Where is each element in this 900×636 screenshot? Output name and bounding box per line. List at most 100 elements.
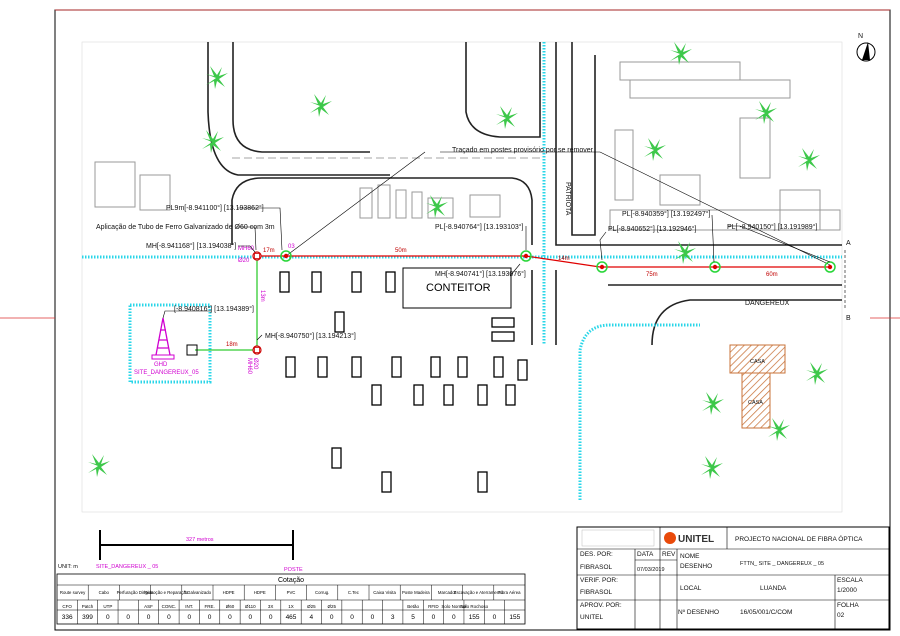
cotacao-sub: Ø110 [245, 604, 256, 609]
conteitor-box [402, 267, 512, 309]
palm-icon [755, 101, 777, 124]
cotacao-group: Corrug. [315, 590, 329, 595]
label-site-coord: [-8.940816°] [13.194389°] [174, 305, 254, 313]
dist-13m: 13m [259, 290, 265, 302]
buildings [94, 61, 841, 231]
scale-unit: UNIT: m [58, 564, 78, 570]
north-label: N [858, 33, 863, 40]
dist-60m: 60m [766, 272, 778, 278]
cotacao-value: 4 [310, 614, 314, 621]
cotacao-sub: 1X [288, 604, 294, 609]
tb-desenho-h: DESENHO [680, 563, 712, 570]
cotacao-value: 0 [248, 614, 252, 621]
ghd-box [186, 344, 198, 356]
pole-icon [596, 261, 608, 273]
tb-aprov-por: APROV. POR: [580, 602, 622, 609]
cotacao-sub: RFID [428, 604, 439, 609]
pole-03-label: 03 [288, 244, 295, 250]
dist-17m: 17m [263, 248, 275, 254]
dist-75m: 75m [646, 272, 658, 278]
cotacao-value: 0 [147, 614, 151, 621]
palm-icon [202, 130, 224, 153]
cotacao-value: 155 [469, 614, 480, 621]
coordinate-labels: Traçado em postes provisório por se remo… [96, 147, 818, 340]
cotacao-sub: CONC. [162, 604, 177, 609]
label-mh3: MH[-8.940750°] [13.194213°] [265, 332, 356, 340]
label-tracado: Traçado em postes provisório por se remo… [452, 147, 594, 154]
palm-icon [674, 241, 696, 264]
tb-ndes-h: Nº DESENHO [678, 609, 719, 616]
ghd-label: GHD [154, 362, 168, 368]
cotacao-value: 0 [187, 614, 191, 621]
cotacao-value: 155 [509, 614, 520, 621]
label-pl9: PL9m[-8.941100°] [13.193862°] [166, 204, 264, 212]
label-mh2: MH[-8.940741°] [13.193076°] [435, 270, 526, 278]
tb-verif-por: VERIF. POR: [580, 577, 618, 584]
title-block: UNITEL PROJECTO NACIONAL DE FIBRA ÓPTICA… [576, 526, 890, 630]
casa-label-1: CASA [750, 359, 765, 365]
cotacao-sub: Solo Normal [441, 604, 466, 609]
unitel-logo-icon [664, 532, 676, 544]
palm-icon [701, 456, 723, 479]
pole-icon [520, 250, 532, 262]
scale-length: 327 metros [186, 537, 214, 543]
cotacao-value: 0 [452, 614, 456, 621]
cotacao-group: Caixa Visita [373, 590, 396, 595]
cotacao-group: Escavação e Aterramento [454, 590, 504, 595]
casa-label-2: CASA [748, 400, 763, 406]
scale-bar: 327 metros UNIT: m SITE_DANGEREUX _ 05 P… [58, 530, 303, 573]
tb-verif-val: FIBRASOL [580, 589, 613, 596]
cotacao-value: 465 [286, 614, 297, 621]
cotacao-sub: Betão [407, 604, 419, 609]
dist-50m: 50m [395, 248, 407, 254]
palm-icon [310, 94, 332, 117]
parking-spaces [279, 271, 528, 493]
tb-nome-h: NOME [680, 553, 700, 560]
cotacao-group: Perfuração Dirigida [117, 590, 154, 595]
cotacao-sub: INT. [185, 604, 193, 609]
cotacao-group: PVC [287, 590, 296, 595]
cotacao-sub: FRE. [204, 604, 214, 609]
palm-tree-icons [88, 42, 828, 479]
cotacao-sub: UTP [103, 604, 112, 609]
cotacao-value: 0 [208, 614, 212, 621]
cotacao-value: 0 [269, 614, 273, 621]
tb-project: PROJECTO NACIONAL DE FIBRA ÓPTICA [735, 534, 863, 543]
cotacao-value: 0 [493, 614, 497, 621]
tb-escala-h: ESCALA [837, 577, 863, 584]
cotacao-value: 0 [228, 614, 232, 621]
palm-icon [426, 195, 448, 218]
cotacao-group: Poste Madeira [402, 590, 430, 595]
cotacao-group: C.Tec [348, 590, 360, 595]
section-a: A [846, 240, 851, 247]
palm-icon [806, 362, 828, 385]
cotacao-value: 336 [62, 614, 73, 621]
conteitor-label: CONTEITOR [426, 282, 491, 294]
mh-detail-3: MH60 [246, 358, 252, 375]
tb-escala-v: 1/2000 [837, 587, 857, 594]
cotacao-value: 0 [432, 614, 436, 621]
tb-data-h: DATA [637, 551, 654, 558]
label-pl2: PL[-8.940764°] [13.193103°] [435, 223, 524, 231]
palm-icon [670, 42, 692, 65]
cotacao-value: 0 [167, 614, 171, 621]
tb-local-v: LUANDA [760, 585, 787, 592]
cyan-boundaries [82, 42, 842, 500]
cotacao-group: Cabo [99, 590, 110, 595]
label-mh1: MH[-8.941168°] [13.194038°] [146, 242, 236, 250]
palm-icon [496, 106, 518, 129]
cotacao-value: 0 [350, 614, 354, 621]
cotacao-sub: Ø25 [307, 604, 316, 609]
cotacao-group: T.Galvanizado [184, 590, 212, 595]
cotacao-sub: ASF [144, 604, 153, 609]
tb-ndes-v: 16/05/001/C/COM [740, 609, 792, 616]
label-aplicacao: Aplicação de Tubo de Ferro Galvanizado d… [96, 224, 275, 231]
mh-detail-4: Ø20 [252, 358, 258, 370]
palm-icon [702, 392, 724, 415]
palm-icon [768, 418, 790, 441]
tb-data-v: 07/03/2019 [637, 567, 665, 573]
scale-start: SITE_DANGEREUX _ 05 [96, 564, 158, 570]
section-b: B [846, 315, 851, 322]
dist-14m: 14m [558, 256, 570, 262]
manhole-icon [252, 345, 262, 355]
